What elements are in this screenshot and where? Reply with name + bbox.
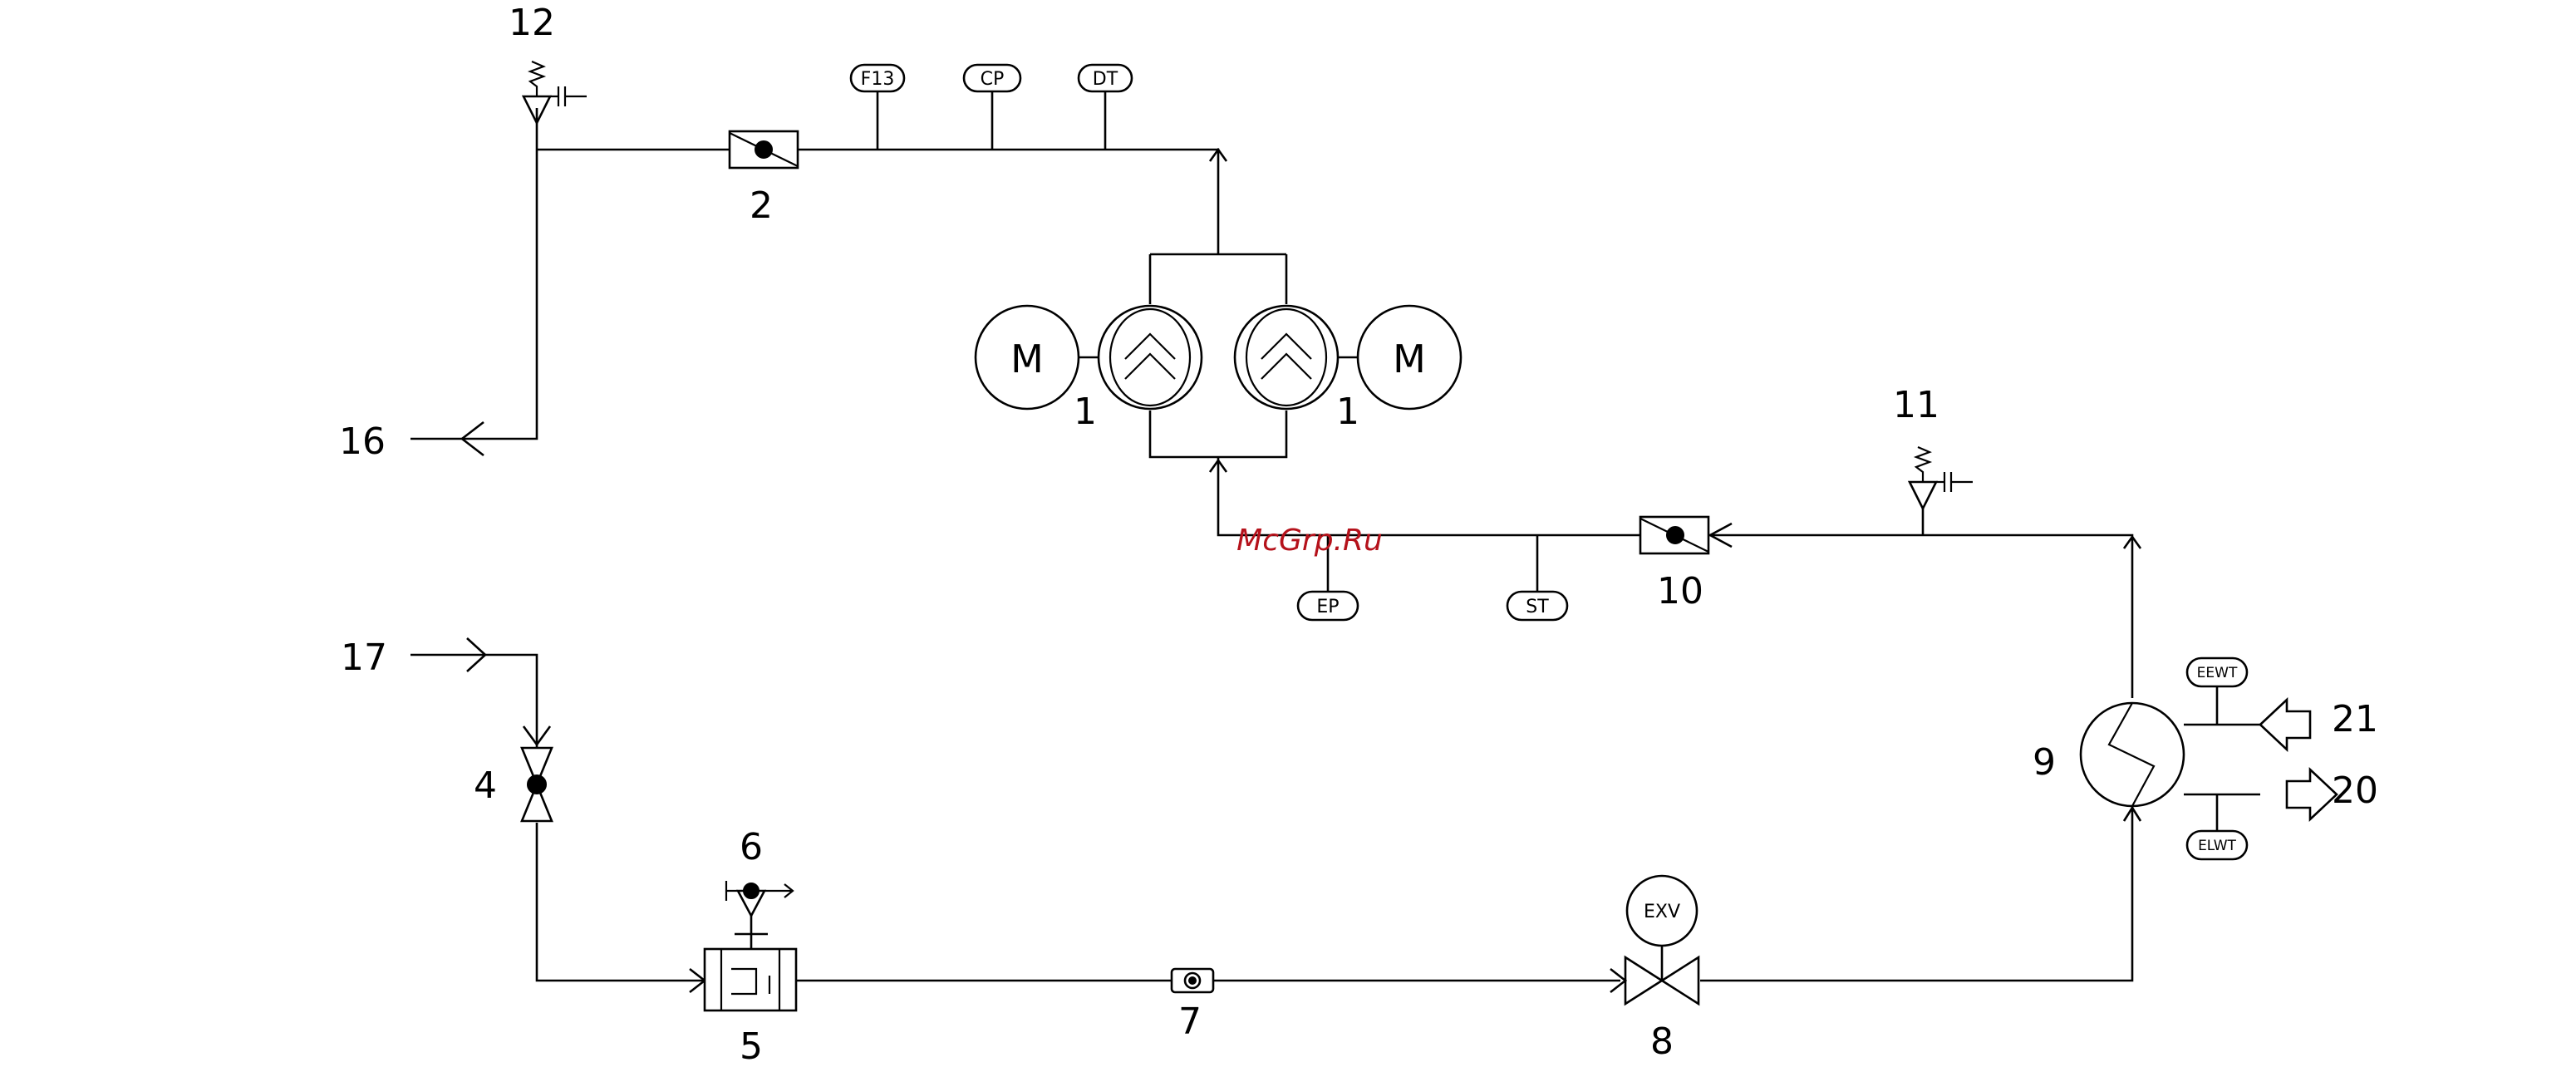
exv-valve-8-icon: EXV	[1625, 876, 1698, 1004]
callout-6: 6	[740, 826, 763, 868]
compressor-right-icon	[1235, 306, 1338, 409]
callout-2: 2	[750, 184, 773, 227]
sensor-tags: F13 CP DT EP ST EEWT ELWT	[851, 65, 2247, 859]
sight-glass-7-icon	[1172, 969, 1213, 992]
sensor-f13-label: F13	[861, 69, 895, 90]
callout-7: 7	[1178, 1001, 1202, 1043]
callout-21: 21	[2332, 698, 2378, 740]
watermark: McGrp.Ru	[1236, 524, 1383, 558]
relief-valve-6-icon	[726, 881, 793, 949]
callout-17: 17	[341, 637, 387, 679]
relief-valve-11-icon	[1910, 447, 1973, 535]
motor-right-icon: M	[1358, 306, 1461, 409]
callout-1-left: 1	[1074, 391, 1097, 433]
water-outlet-arrow-icon	[2287, 770, 2337, 819]
suction-valve-10-icon	[1640, 517, 1708, 553]
discharge-valve-2-icon	[730, 131, 798, 168]
sensor-st-label: ST	[1526, 597, 1549, 617]
callout-16: 16	[339, 420, 386, 463]
callout-5: 5	[740, 1025, 763, 1067]
callout-9: 9	[2033, 741, 2056, 784]
callout-4: 4	[474, 765, 497, 807]
exv-label: EXV	[1644, 902, 1680, 922]
relief-valve-12-icon	[524, 61, 587, 123]
callout-1-right: 1	[1336, 391, 1359, 433]
motor-left-icon: M	[976, 306, 1079, 409]
callout-12: 12	[509, 2, 555, 44]
sensor-cp-label: CP	[981, 69, 1005, 90]
callout-10: 10	[1657, 570, 1703, 612]
filter-drier-5-icon	[705, 949, 796, 1010]
sensor-ep-label: EP	[1316, 597, 1339, 617]
sensor-elwt-label: ELWT	[2198, 838, 2236, 854]
sensor-dt-label: DT	[1093, 69, 1118, 90]
callout-20: 20	[2332, 770, 2378, 812]
sensor-eewt-label: EEWT	[2197, 665, 2238, 681]
evaporator-9-icon	[2081, 703, 2184, 806]
water-inlet-arrow-icon	[2260, 700, 2310, 750]
motor-left-label: M	[1010, 337, 1044, 381]
ball-valve-4-icon	[522, 748, 552, 821]
callout-11: 11	[1893, 384, 1939, 426]
callout-8: 8	[1650, 1020, 1674, 1063]
compressor-left-icon	[1099, 306, 1202, 409]
motor-right-label: M	[1393, 337, 1426, 381]
